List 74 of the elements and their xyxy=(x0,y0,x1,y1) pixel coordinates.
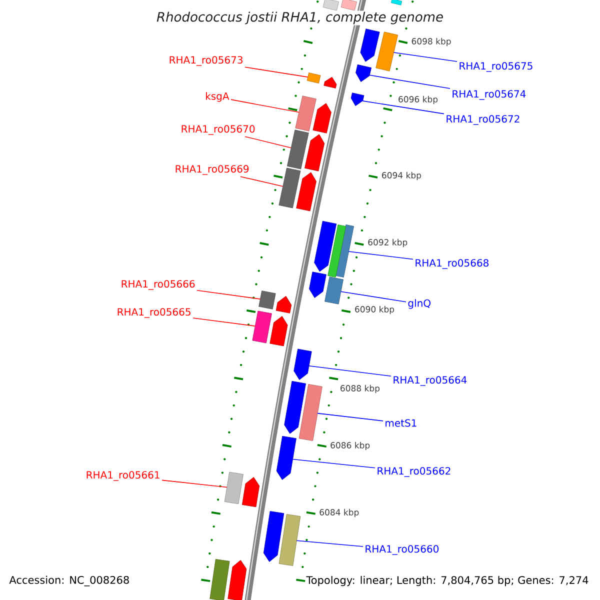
gene-box xyxy=(391,0,402,6)
gene-label: RHA1_ro05668 xyxy=(416,259,488,269)
gene-box xyxy=(295,96,316,132)
gene-box xyxy=(286,130,309,170)
scale-label: 6094 kbp xyxy=(382,172,421,180)
gene-feature xyxy=(296,172,316,212)
gene-box xyxy=(376,32,398,72)
gene-label: RHA1_ro05670 xyxy=(182,125,255,135)
leader-line xyxy=(244,66,308,78)
scale-label: 6086 kbp xyxy=(330,442,370,450)
leader-line xyxy=(196,290,261,300)
gene-label: RHA1_ro05664 xyxy=(394,376,467,386)
gene-feature xyxy=(276,296,292,314)
gene-label: RHA1_ro05662 xyxy=(378,467,450,477)
leader-line xyxy=(240,176,284,187)
gene-box xyxy=(306,72,321,84)
gene-box xyxy=(258,290,276,310)
leader-line xyxy=(340,291,406,302)
scale-label: 6088 kbp xyxy=(340,384,380,394)
footer-text: Accession: NC_008268 xyxy=(9,576,129,586)
gene-label: RHA1_ro05661 xyxy=(86,471,160,481)
gene-label: RHA1_ro05660 xyxy=(366,545,439,555)
gene-box xyxy=(336,224,354,278)
gene-label: RHA1_ro05675 xyxy=(460,62,532,72)
gene-box xyxy=(210,559,230,600)
gene-label: ksgA xyxy=(206,92,230,102)
gene-feature xyxy=(242,477,260,508)
footer-text: Topology: linear; Length: 7,804,765 bp; Genes: 7,274 xyxy=(306,576,588,586)
gene-feature xyxy=(324,76,337,88)
gene-label: RHA1_ro05665 xyxy=(118,308,190,318)
scale-label: 6098 kbp xyxy=(412,38,451,46)
gene-box xyxy=(278,514,301,566)
leader-line xyxy=(393,52,458,62)
scale-label: 6084 kbp xyxy=(320,508,359,518)
gene-box xyxy=(324,276,344,304)
gene-box xyxy=(252,310,272,344)
gene-box xyxy=(322,0,339,11)
gene-label: glnQ xyxy=(408,299,430,309)
gene-feature xyxy=(228,560,247,600)
gene-feature xyxy=(309,272,326,298)
leader-line xyxy=(244,136,292,148)
gene-box xyxy=(278,168,301,208)
gene-label: RHA1_ro05666 xyxy=(122,280,195,290)
gene-label: RHA1_ro05669 xyxy=(176,165,249,175)
gene-feature xyxy=(304,134,325,172)
gene-box xyxy=(340,0,357,11)
gene-feature xyxy=(270,316,288,346)
gene-label: RHA1_ro05673 xyxy=(170,56,242,66)
leader-line xyxy=(348,251,414,260)
gene-box xyxy=(298,384,322,441)
gene-box xyxy=(328,224,346,278)
scale-label: 6096 kbp xyxy=(398,96,438,104)
gene-feature xyxy=(350,92,364,106)
gene-label: metS1 xyxy=(386,419,416,427)
gene-feature xyxy=(356,64,372,82)
leader-line xyxy=(317,412,384,422)
leader-line xyxy=(362,100,444,114)
scale-label: 6090 kbp xyxy=(355,306,394,314)
leader-line xyxy=(192,318,256,326)
leader-line xyxy=(162,480,228,488)
gene-box xyxy=(224,472,244,504)
title: Rhodococcus jostii RHA1, complete genome xyxy=(156,10,444,26)
leader-line xyxy=(292,458,376,468)
gene-label: RHA1_ro05674 xyxy=(452,90,526,100)
leader-line xyxy=(230,99,300,113)
scale-label: 6092 kbp xyxy=(368,238,408,248)
gene-feature xyxy=(312,103,332,134)
gene-feature xyxy=(294,348,312,380)
leader-line xyxy=(369,74,450,89)
gene-feature xyxy=(360,28,380,62)
leader-line xyxy=(308,365,392,377)
gene-feature xyxy=(263,511,284,562)
gene-feature xyxy=(276,436,296,480)
gene-label: RHA1_ro05672 xyxy=(446,115,520,125)
